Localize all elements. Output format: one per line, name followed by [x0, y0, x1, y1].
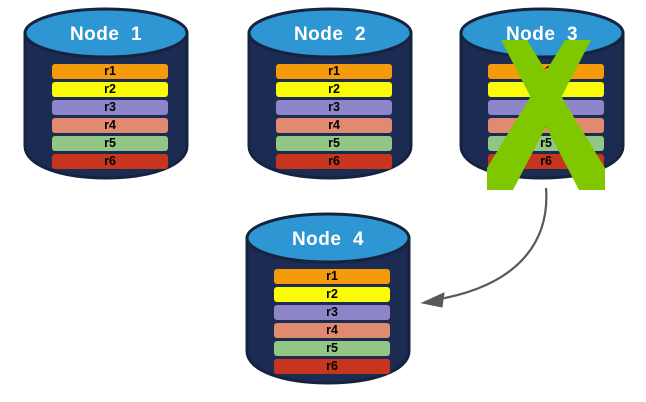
data-row[interactable]: r2: [274, 287, 390, 302]
data-row[interactable]: r3: [274, 305, 390, 320]
data-row[interactable]: r1: [276, 64, 392, 79]
data-row[interactable]: r2: [488, 82, 604, 97]
data-row[interactable]: r5: [488, 136, 604, 151]
data-row[interactable]: r4: [274, 323, 390, 338]
migration-arrow: [420, 187, 548, 308]
data-row[interactable]: r3: [52, 100, 168, 115]
data-row[interactable]: r4: [488, 118, 604, 133]
data-row[interactable]: r1: [274, 269, 390, 284]
data-row[interactable]: r4: [276, 118, 392, 133]
data-row[interactable]: r6: [488, 154, 604, 169]
node-cylinder-4[interactable]: Node 4 r1 r2 r3 r4 r5 r6: [244, 211, 412, 386]
data-row[interactable]: r5: [52, 136, 168, 151]
data-row[interactable]: r5: [274, 341, 390, 356]
row-list: r1 r2 r3 r4 r5 r6: [274, 269, 390, 374]
data-row[interactable]: r2: [276, 82, 392, 97]
data-row[interactable]: r3: [488, 100, 604, 115]
data-row[interactable]: r6: [52, 154, 168, 169]
arrow-curve: [433, 187, 548, 302]
data-row[interactable]: r1: [488, 64, 604, 79]
arrow-head-icon: [420, 292, 445, 308]
node-cylinder-3[interactable]: Node 3 r1 r2 r3 r4 r5 r6: [458, 6, 626, 181]
data-row[interactable]: r6: [274, 359, 390, 374]
data-row[interactable]: r3: [276, 100, 392, 115]
row-list: r1 r2 r3 r4 r5 r6: [276, 64, 392, 169]
row-list: r1 r2 r3 r4 r5 r6: [488, 64, 604, 169]
row-list: r1 r2 r3 r4 r5 r6: [52, 64, 168, 169]
data-row[interactable]: r4: [52, 118, 168, 133]
node-cylinder-1[interactable]: Node 1 r1 r2 r3 r4 r5 r6: [22, 6, 190, 181]
data-row[interactable]: r2: [52, 82, 168, 97]
data-row[interactable]: r5: [276, 136, 392, 151]
data-row[interactable]: r6: [276, 154, 392, 169]
data-row[interactable]: r1: [52, 64, 168, 79]
node-cylinder-2[interactable]: Node 2 r1 r2 r3 r4 r5 r6: [246, 6, 414, 181]
